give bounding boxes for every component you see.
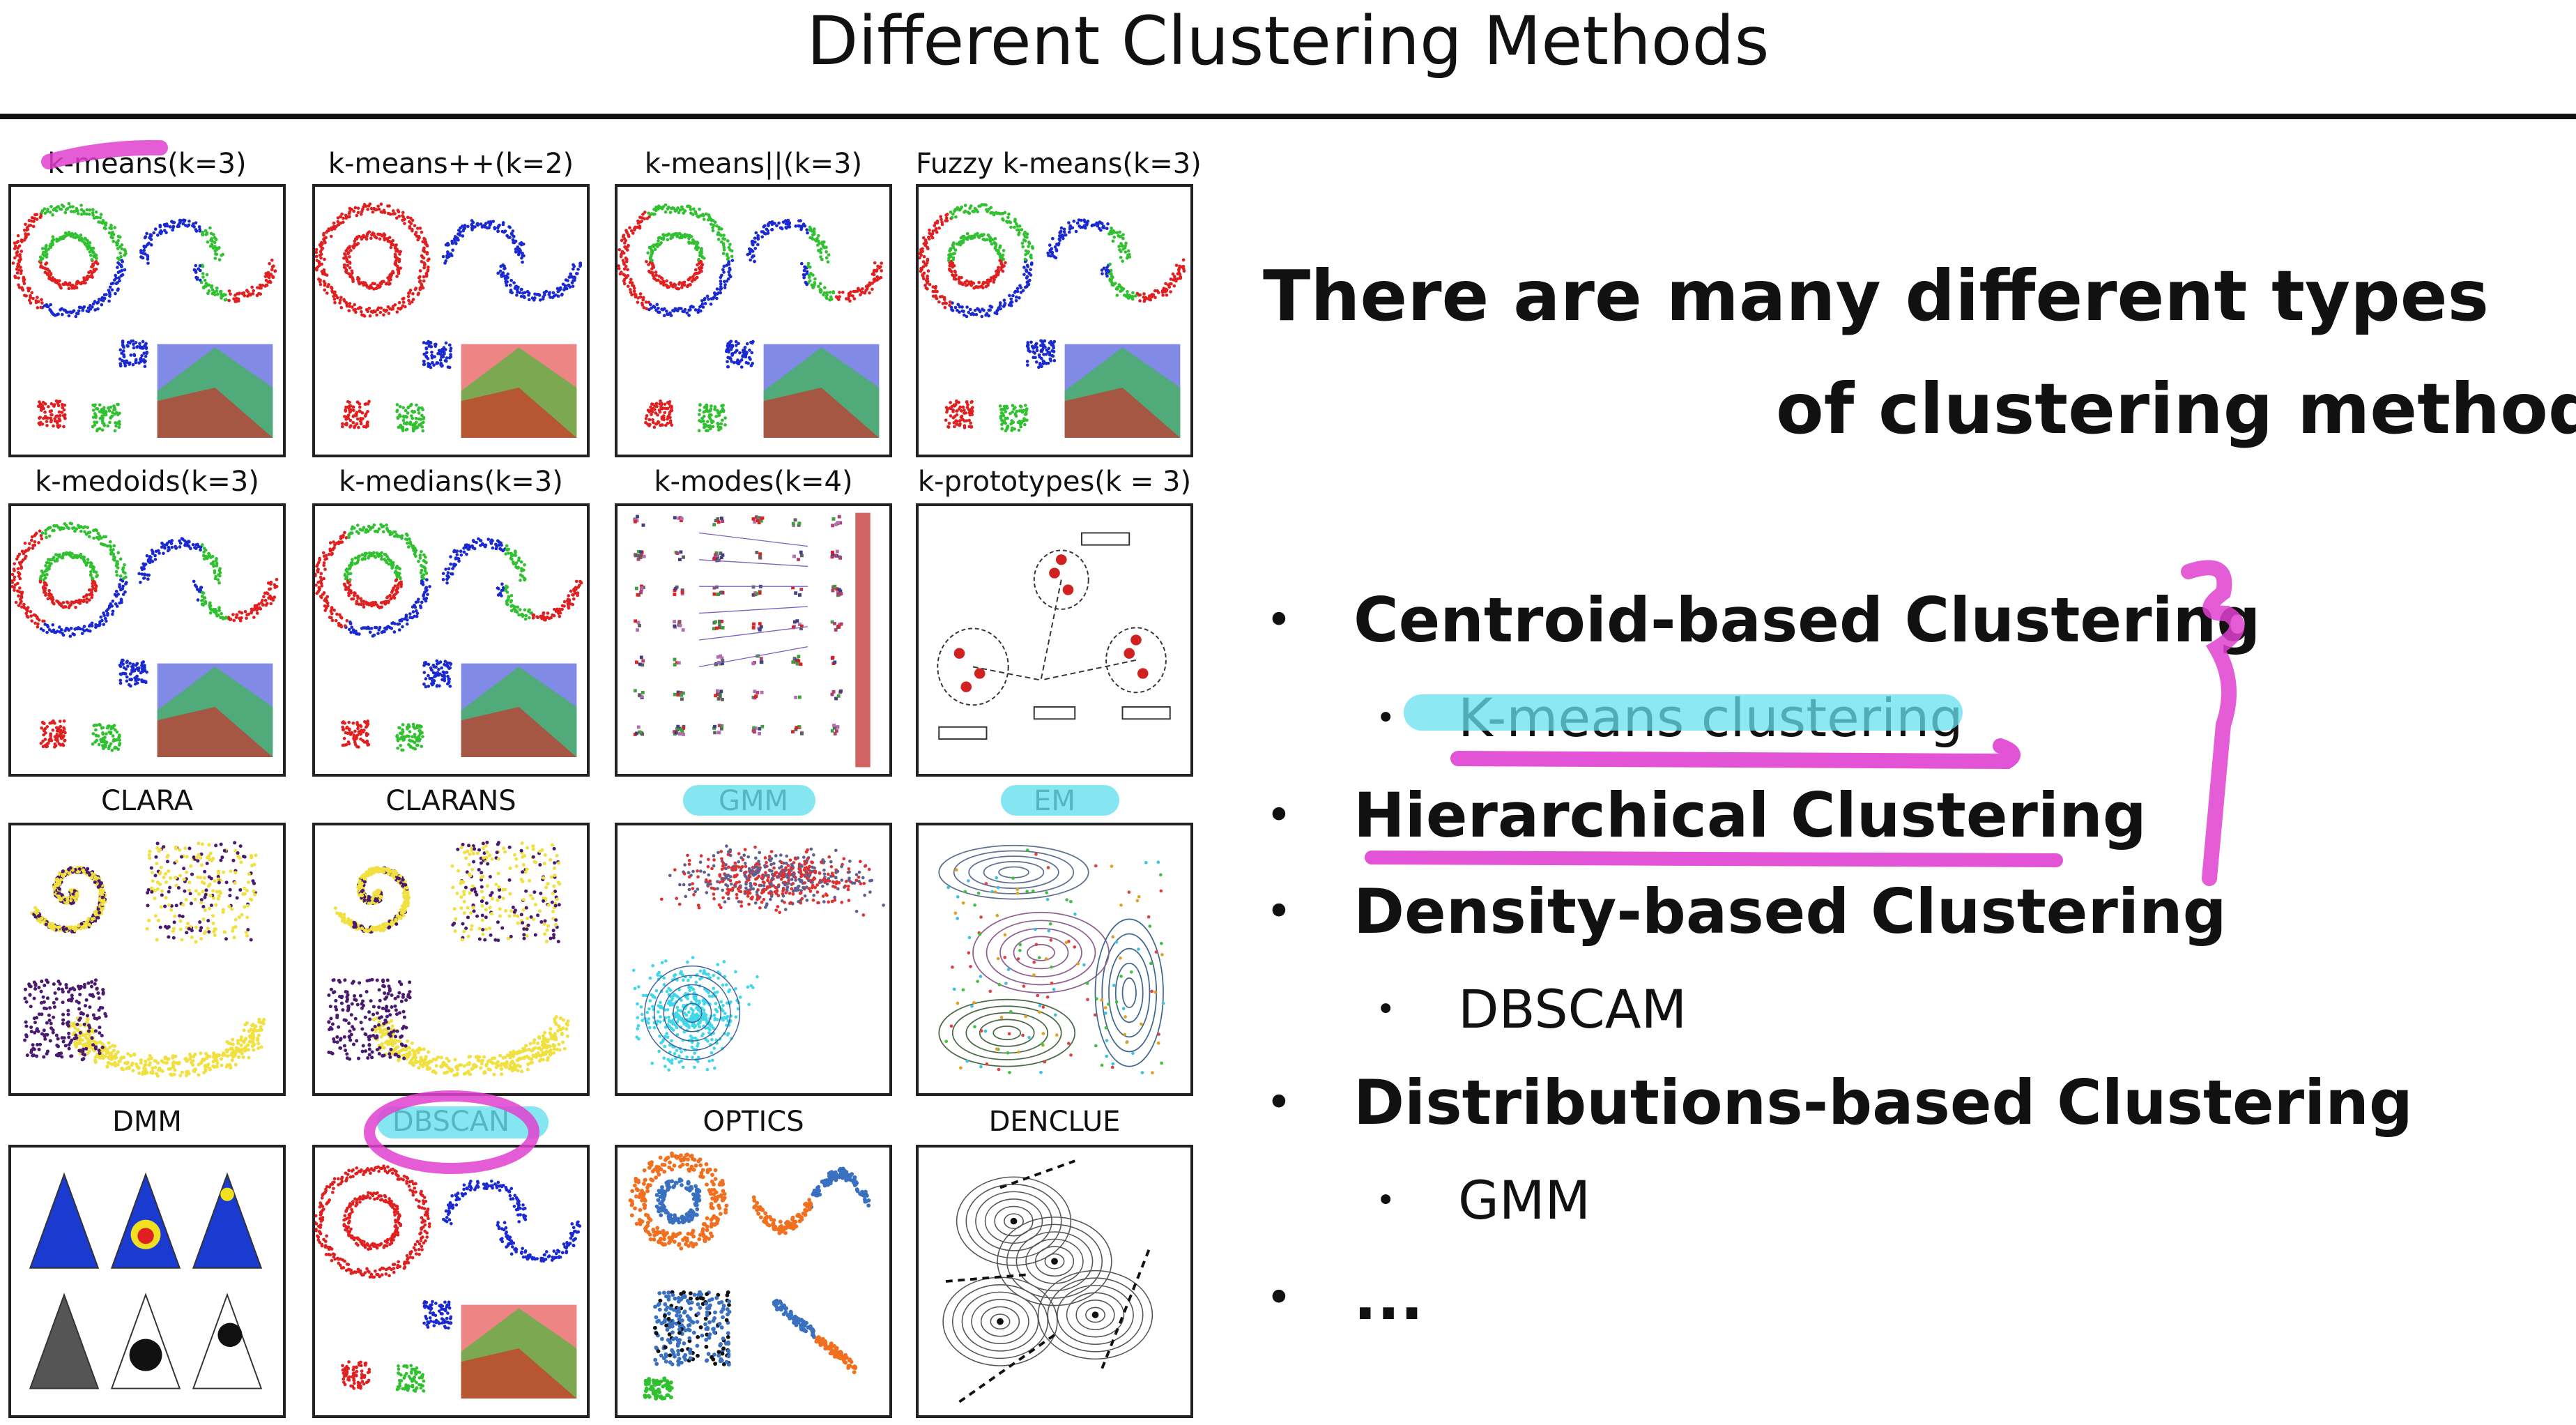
panel-label-15: OPTICS [703,1106,804,1138]
method-thumbnail-9 [8,823,286,1096]
bullet-marker: • [1266,595,1292,646]
method-thumbnail-4 [916,184,1193,457]
panel-label-8: k-prototypes(k = 3) [917,466,1192,498]
panel-label-14: DBSCAN [392,1106,510,1138]
method-thumbnail-2 [312,184,590,457]
panel-label-5: k-medoids(k=3) [35,466,259,498]
method-thumbnail-15 [615,1145,892,1418]
bullet-marker: • [1266,1272,1292,1324]
method-thumbnail-14 [312,1145,590,1418]
method-thumbnail-10 [312,823,590,1096]
bullet-marker: • [1376,1181,1396,1220]
bullet-marker: • [1266,886,1292,938]
bullet-level-2: GMM [1458,1169,1591,1231]
bullet-level-1: Centroid-based Clustering [1354,584,2261,656]
method-thumbnail-13 [8,1145,286,1418]
bullet-marker: • [1376,990,1396,1029]
panel-label-11: GMM [718,785,789,817]
method-thumbnail-8 [916,503,1193,777]
slide-title: Different Clustering Methods [806,2,1770,80]
method-thumbnail-5 [8,503,286,777]
title-divider [0,114,2576,119]
method-thumbnail-16 [916,1145,1193,1418]
panel-label-16: DENCLUE [988,1106,1121,1138]
panel-label-3: k-means||(k=3) [644,148,863,180]
panel-label-7: k-modes(k=4) [654,466,853,498]
bullet-marker: • [1376,699,1396,738]
method-thumbnail-1 [8,184,286,457]
bullet-level-1: Density-based Clustering [1354,876,2227,947]
bullet-level-2: DBSCAM [1458,978,1687,1040]
bullet-level-2: K-means clustering [1458,687,1963,749]
method-thumbnail-11 [615,823,892,1096]
bullet-marker: • [1266,1077,1292,1129]
panel-label-2: k-means++(k=2) [328,148,574,180]
heading-line-2: of clustering methods [1776,368,2576,450]
panel-label-13: DMM [112,1106,182,1138]
method-thumbnail-6 [312,503,590,777]
heading-line-1: There are many different types [1263,255,2490,337]
method-thumbnail-3 [615,184,892,457]
bullet-marker: • [1266,790,1292,841]
bullet-level-1: Distributions-based Clustering [1354,1067,2413,1138]
panel-label-10: CLARANS [385,785,516,817]
panel-label-1: k-means(k=3) [47,148,247,180]
bullet-level-1: ... [1354,1262,1424,1334]
panel-label-12: EM [1034,785,1075,817]
method-thumbnail-12 [916,823,1193,1096]
panel-label-4: Fuzzy k-means(k=3) [916,148,1202,180]
panel-label-6: k-medians(k=3) [339,466,563,498]
bullet-level-1: Hierarchical Clustering [1354,779,2147,851]
method-thumbnail-7 [615,503,892,777]
panel-label-9: CLARA [100,785,194,817]
